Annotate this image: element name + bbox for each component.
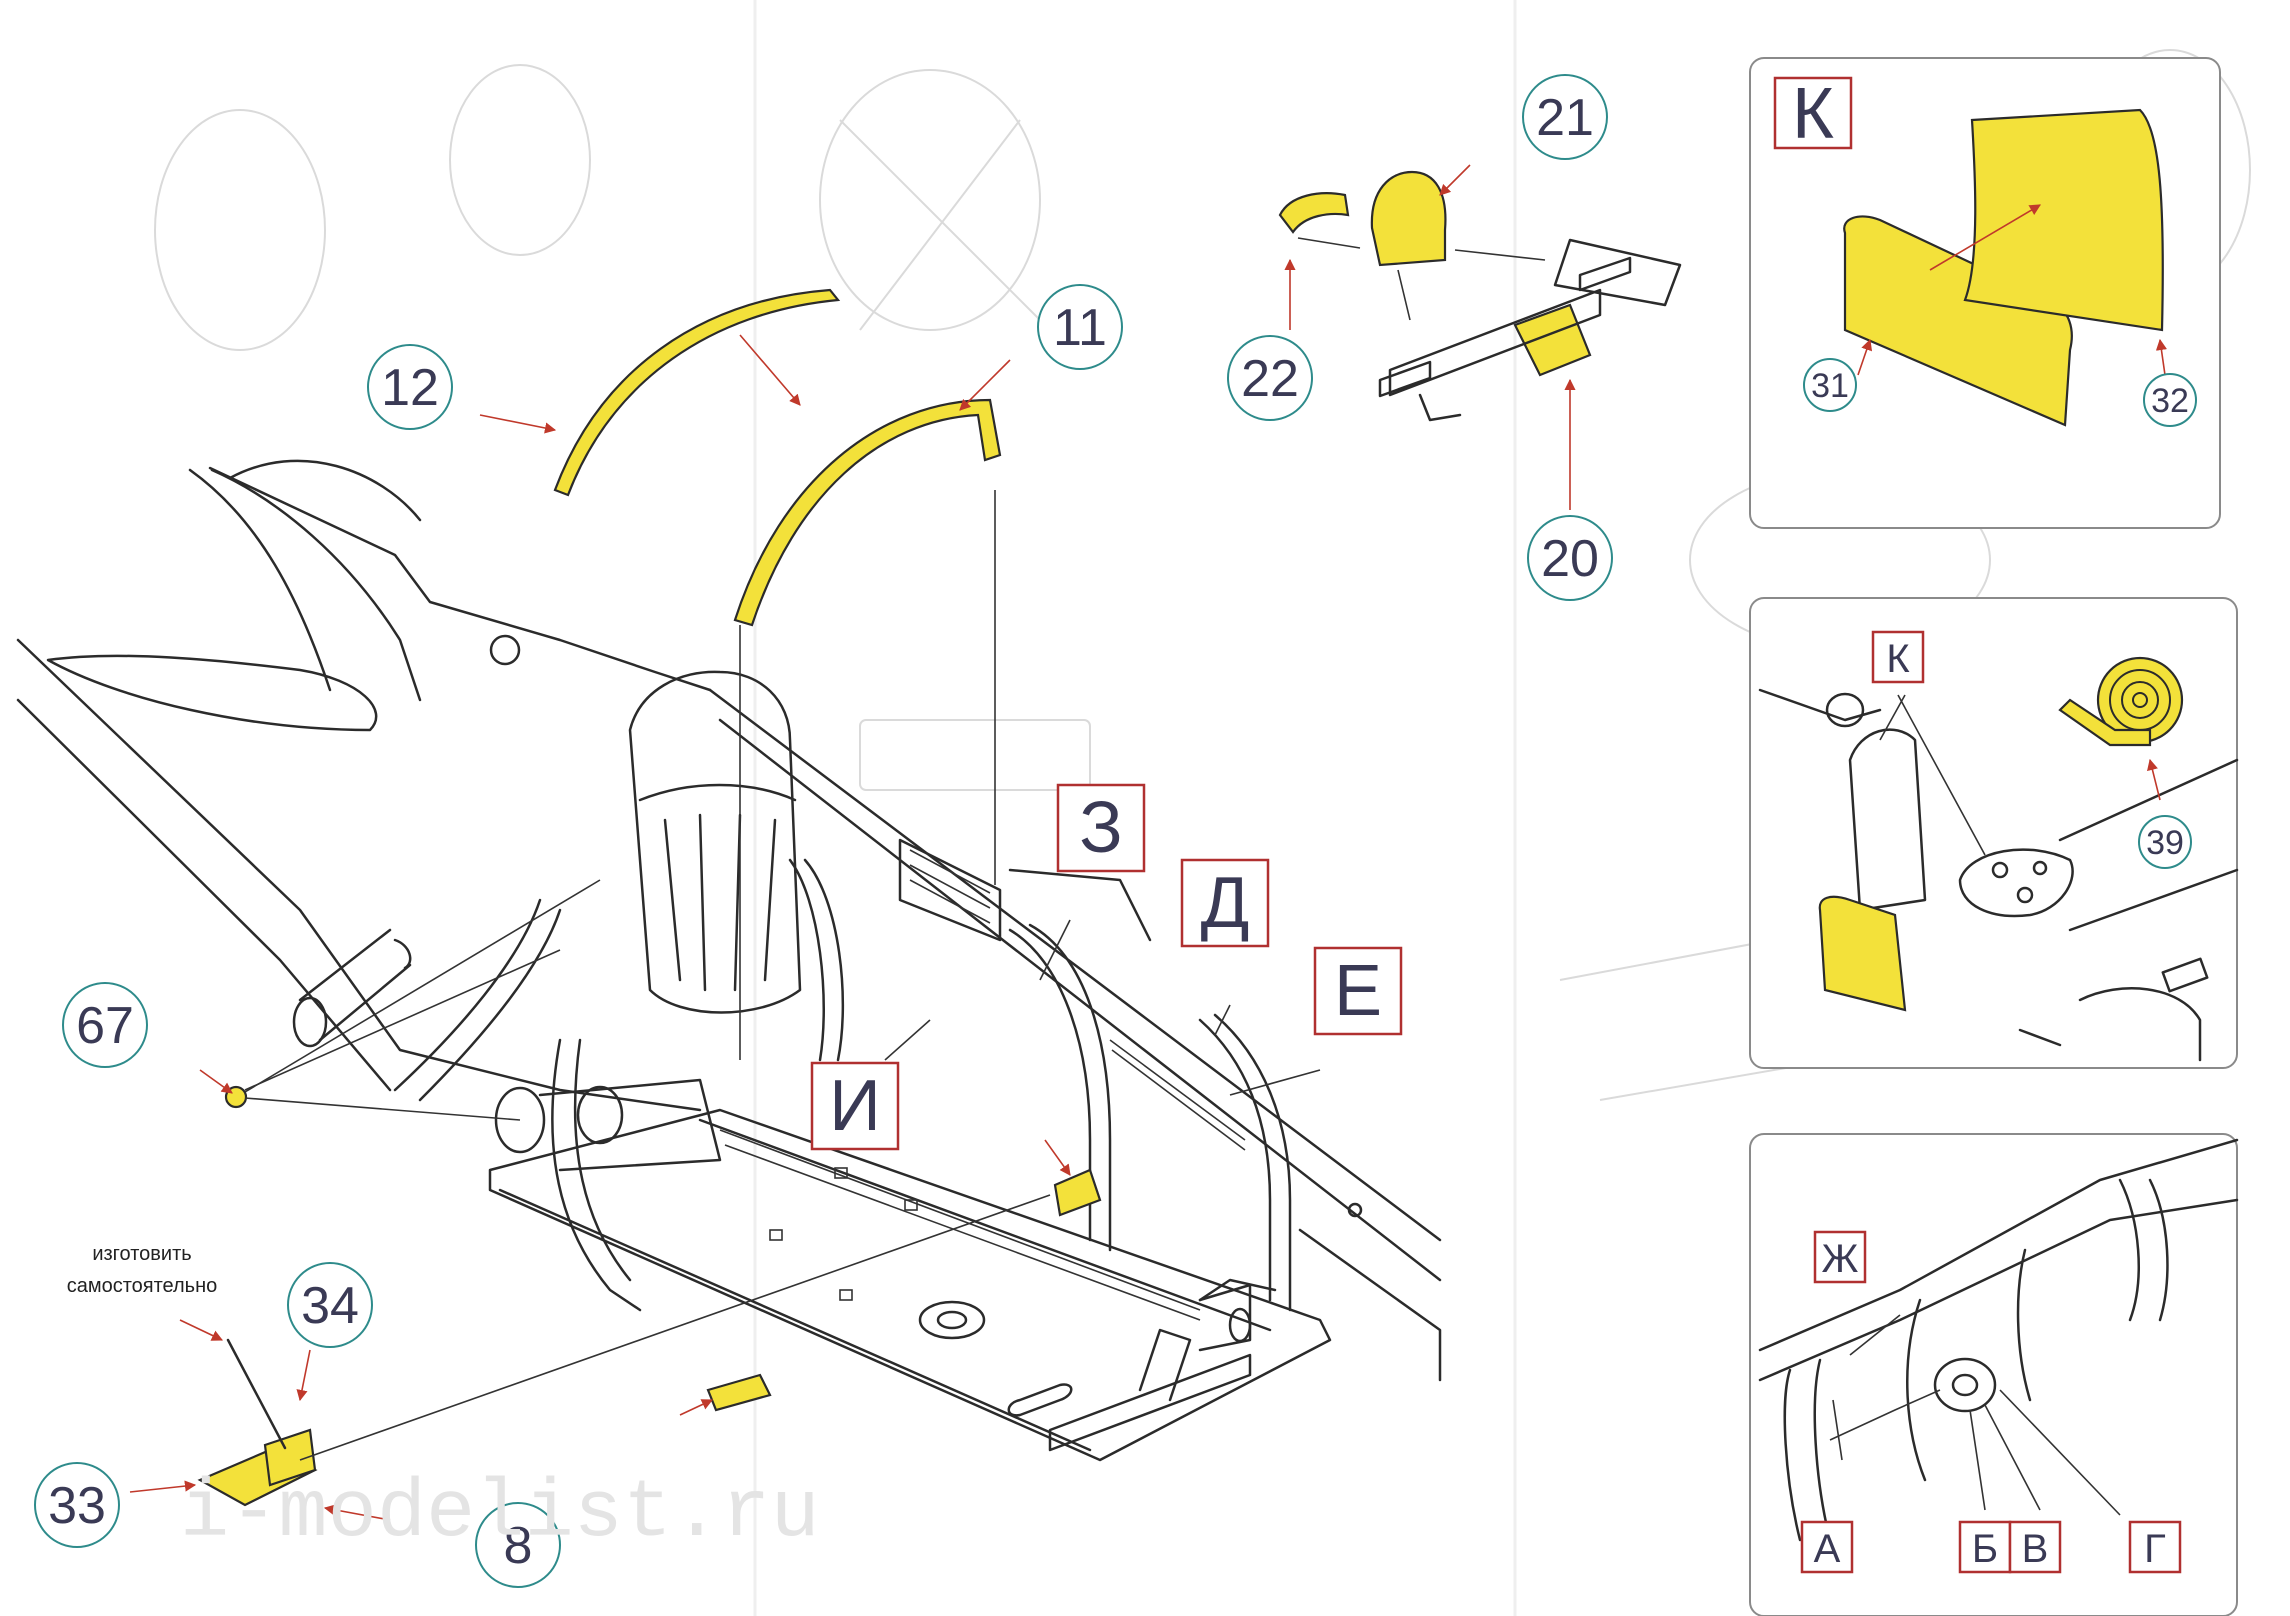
part-21-bracket: [1370, 170, 1447, 267]
callout-67: 67: [76, 997, 134, 1055]
panel-sidewall-detail: [1749, 1133, 2239, 1616]
label-i: И: [829, 1066, 881, 1146]
callout-34: 34: [301, 1277, 359, 1335]
photoetch-parts: [197, 170, 1592, 1507]
label-zh: Ж: [1822, 1237, 1859, 1281]
note-line-2: самостоятельно: [67, 1275, 218, 1297]
label-b: Б: [1972, 1527, 1998, 1571]
label-k-panel: К: [1792, 74, 1834, 154]
part-11-frame: [733, 398, 1002, 627]
part-34-pedal-bracket: [263, 1428, 317, 1487]
label-v: В: [2022, 1527, 2049, 1571]
label-e: Е: [1334, 951, 1382, 1031]
callout-21: 21: [1536, 89, 1594, 147]
callout-31: 31: [1811, 367, 1849, 405]
note-line-1: изготовить: [92, 1243, 191, 1265]
panel-k-parts: [1749, 57, 2221, 529]
panel-seat-detail: [1749, 597, 2239, 1069]
rudder-bar-assembly: [1378, 238, 1682, 422]
part-20-plate: [1513, 303, 1592, 377]
callout-33: 33: [48, 1477, 106, 1535]
label-a: А: [1814, 1527, 1841, 1571]
callout-8: 8: [504, 1517, 533, 1575]
cockpit-main-assembly: [16, 459, 1442, 1462]
part-12-frame-strip: [553, 288, 841, 497]
lever-rod: [226, 1338, 287, 1450]
label-g: Г: [2144, 1527, 2166, 1571]
callout-labels: 12 11 21 22 20 67 34 33 8 31 32 39: [48, 89, 2189, 1575]
label-d: Д: [1201, 863, 1250, 943]
part-d-bracket: [1053, 1168, 1102, 1217]
watermark: i-modelist.ru: [180, 1467, 820, 1560]
callout-32: 32: [2151, 382, 2189, 420]
callout-22: 22: [1241, 350, 1299, 408]
part-32-armor-plate: [1963, 108, 2164, 332]
callout-11: 11: [1053, 299, 1107, 357]
part-39-spiral: [2058, 656, 2184, 747]
part-22-strap: [1278, 192, 1350, 234]
leader-lines: [129, 164, 1576, 1521]
label-k-detail: К: [1886, 637, 1910, 681]
letter-boxes: [810, 76, 2182, 1574]
part-31-detail-plate: [1818, 895, 1907, 1012]
label-z: З: [1079, 788, 1123, 868]
callouts: [34, 74, 2197, 1588]
callout-12: 12: [381, 359, 439, 417]
callout-20: 20: [1541, 530, 1599, 588]
part-8-strip: [706, 1373, 772, 1412]
letter-labels: З Д Е И К К Ж А Б В Г: [829, 74, 2166, 1571]
callout-39: 39: [2146, 824, 2184, 862]
